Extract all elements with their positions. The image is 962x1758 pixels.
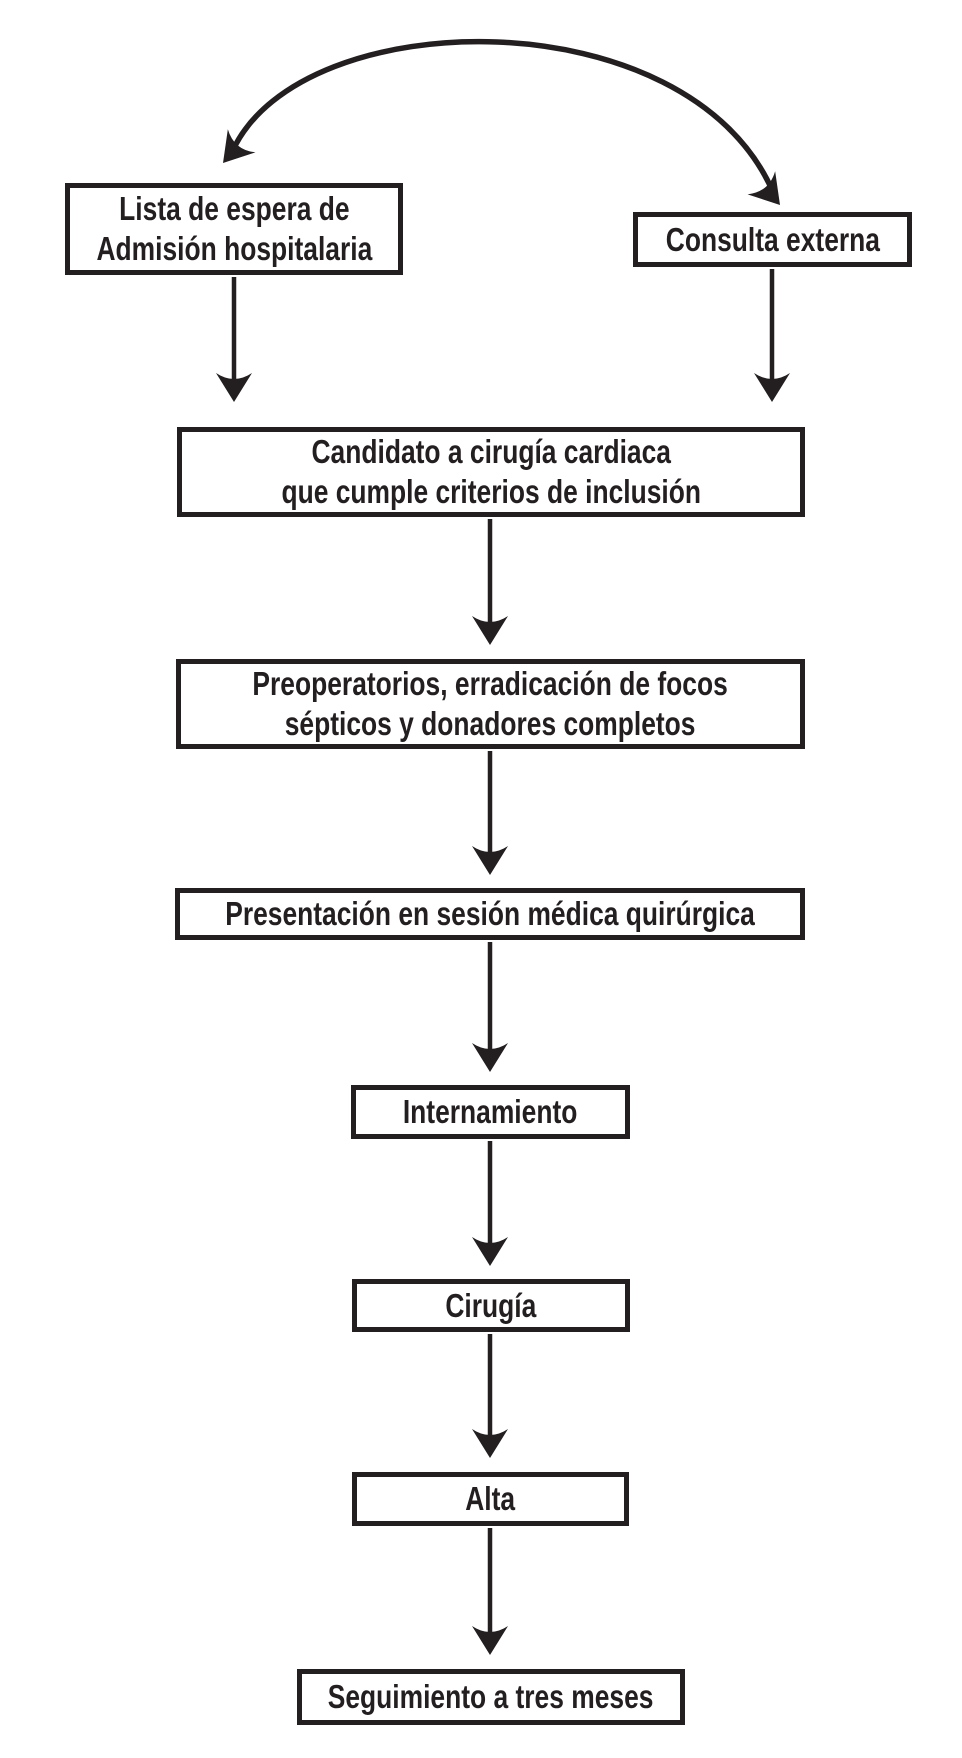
node-label: Seguimiento a tres meses <box>328 1678 654 1716</box>
arrow-down-icon <box>472 519 508 645</box>
node-preoperatorios: Preoperatorios, erradicación de focos sé… <box>176 659 805 749</box>
node-consulta-externa: Consulta externa <box>633 212 912 267</box>
node-label: Internamiento <box>403 1093 578 1131</box>
arrow-down-icon <box>472 751 508 875</box>
node-label: Candidato a cirugía cardiaca que cumple … <box>281 433 701 510</box>
arrow-down-icon <box>472 1141 508 1266</box>
arrow-down-icon <box>472 1334 508 1458</box>
node-lista-espera: Lista de espera de Admisión hospitalaria <box>65 183 403 275</box>
node-presentacion: Presentación en sesión médica quirúrgica <box>175 888 805 940</box>
node-candidato: Candidato a cirugía cardiaca que cumple … <box>177 427 805 517</box>
node-internamiento: Internamiento <box>351 1085 630 1139</box>
node-label: Cirugía <box>445 1286 537 1324</box>
node-alta: Alta <box>352 1472 629 1526</box>
node-label: Lista de espera de Admisión hospitalaria <box>96 190 372 267</box>
node-label: Alta <box>465 1480 516 1518</box>
arrow-down-icon <box>216 277 252 402</box>
node-label: Preoperatorios, erradicación de focos sé… <box>252 665 729 742</box>
arrow-down-icon <box>754 269 790 402</box>
node-label: Presentación en sesión médica quirúrgica <box>225 895 755 933</box>
arrow-down-icon <box>472 1528 508 1655</box>
node-seguimiento: Seguimiento a tres meses <box>297 1669 685 1725</box>
node-label: Consulta externa <box>665 220 880 258</box>
node-cirugia: Cirugía <box>352 1279 630 1332</box>
arrow-down-icon <box>472 942 508 1072</box>
